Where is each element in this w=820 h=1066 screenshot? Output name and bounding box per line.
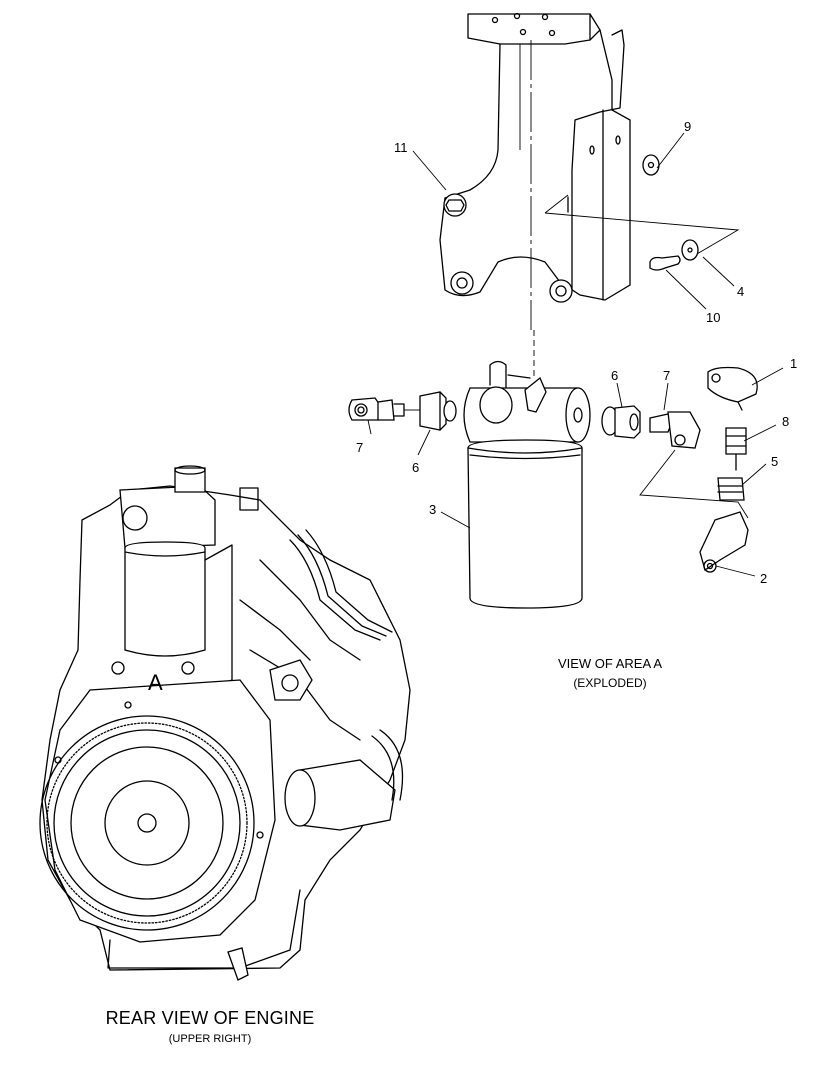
nut-6-left xyxy=(419,391,457,431)
starter-motor xyxy=(284,729,404,831)
nut-6-right xyxy=(601,405,641,439)
callout-2: 2 xyxy=(760,571,767,586)
exploded-view-title: VIEW OF AREA A xyxy=(557,656,663,671)
fitting-10 xyxy=(649,255,681,271)
fitting-7-right xyxy=(649,411,701,449)
area-marker-a: A xyxy=(148,670,163,695)
callout-numbers: 1 2 3 4 5 6 6 7 7 8 9 10 11 xyxy=(356,119,797,586)
oil-pan xyxy=(107,889,301,981)
fuel-lines xyxy=(239,529,393,741)
washer-9 xyxy=(642,154,660,176)
callout-7-right: 7 xyxy=(663,368,670,383)
filter-head xyxy=(463,360,591,443)
sensor-connector-1 xyxy=(707,366,758,411)
explode-path-lines xyxy=(544,194,740,259)
flywheel-housing xyxy=(39,661,276,943)
engine-rear-view: A xyxy=(39,465,411,981)
callout-6-right: 6 xyxy=(611,368,618,383)
callout-7-left: 7 xyxy=(356,440,363,455)
callout-1: 1 xyxy=(790,356,797,371)
fitting-7-left xyxy=(348,397,420,421)
callout-3: 3 xyxy=(429,502,436,517)
filter-canister xyxy=(467,439,583,609)
callout-9: 9 xyxy=(684,119,691,134)
callout-6-left: 6 xyxy=(412,460,419,475)
engine-filter-assembly xyxy=(119,465,259,691)
mounting-bracket xyxy=(439,12,631,303)
callout-11: 11 xyxy=(394,140,408,155)
rear-view-title: REAR VIEW OF ENGINE xyxy=(105,1008,315,1028)
fitting-5 xyxy=(717,477,745,501)
callout-4: 4 xyxy=(737,284,744,299)
exploded-view-subtitle: (EXPLODED) xyxy=(573,676,647,690)
exploded-view: 1 2 3 4 5 6 6 7 7 8 9 10 11 xyxy=(348,12,797,609)
fitting-8 xyxy=(725,427,747,471)
callout-10: 10 xyxy=(706,310,720,325)
elbow-fitting-2 xyxy=(699,511,749,573)
rear-view-subtitle: (UPPER RIGHT) xyxy=(168,1033,252,1045)
callout-leaders xyxy=(367,132,784,577)
washer-4 xyxy=(681,239,699,261)
callout-5: 5 xyxy=(771,454,778,469)
assembly-path-line xyxy=(639,449,749,519)
callout-8: 8 xyxy=(782,414,789,429)
